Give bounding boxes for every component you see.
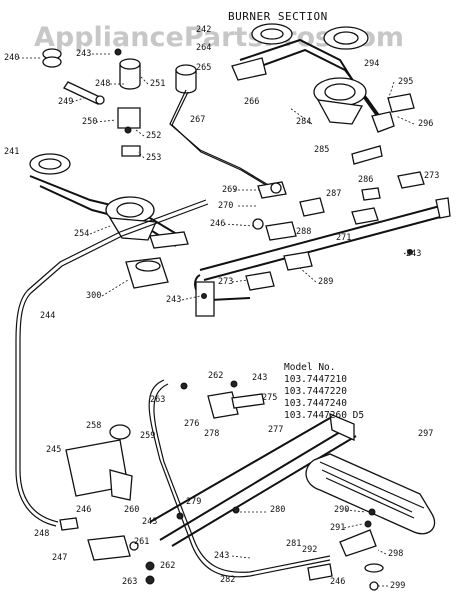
part-callout: 296 [418, 119, 433, 129]
part-callout: 277 [268, 425, 283, 435]
part-callout: 249 [58, 97, 73, 107]
part-callout: 271 [336, 233, 351, 243]
valve-group [245, 145, 425, 291]
part-callout: 248 [95, 79, 110, 89]
part-callout: 263 [150, 395, 165, 405]
part-callout: 262 [208, 371, 223, 381]
part-callout: 253 [146, 153, 161, 163]
part-callout: 297 [418, 429, 433, 439]
part-callout: 251 [150, 79, 165, 89]
part-callout: 260 [124, 505, 139, 515]
part-callout: 278 [204, 429, 219, 439]
oven-burner [305, 453, 436, 535]
model-number: 103.7447220 [284, 386, 347, 397]
part-callout: 243 [142, 517, 157, 527]
part-callout: 300 [86, 291, 101, 301]
part-callout: 294 [364, 59, 379, 69]
part-callout: 292 [302, 545, 317, 555]
part-callout: 254 [74, 229, 89, 239]
part-callout: 261 [134, 537, 149, 547]
part-callout: 246 [330, 577, 345, 587]
model-number: 103.7447240 [284, 398, 347, 409]
part-callout: 284 [296, 117, 311, 127]
part-callout: 288 [296, 227, 311, 237]
part-callout: 259 [140, 431, 155, 441]
part-callout: 247 [52, 553, 67, 563]
part-callout: 266 [244, 97, 259, 107]
part-callout: 243 [166, 295, 181, 305]
part-callout: 299 [390, 581, 405, 591]
part-callout: 242 [196, 25, 211, 35]
part-callout: 240 [4, 53, 19, 63]
part-callout: 273 [218, 277, 233, 287]
part-callout: 262 [160, 561, 175, 571]
left-burner-assembly [29, 153, 189, 249]
section-title: BURNER SECTION [228, 10, 328, 23]
part-callout: 280 [270, 505, 285, 515]
oven-burner-assembly [59, 379, 436, 591]
part-callout: 246 [210, 219, 225, 229]
part-callout: 285 [314, 145, 329, 155]
manifold-assembly [15, 145, 451, 527]
part-callout: 298 [388, 549, 403, 559]
part-callout: 243 [214, 551, 229, 561]
part-callout: 270 [218, 201, 233, 211]
part-callout: 276 [184, 419, 199, 429]
part-callout: 295 [398, 77, 413, 87]
part-callout: 289 [318, 277, 333, 287]
part-callout: 291 [330, 523, 345, 533]
callout-labels: 240 243 248 251 249 250 252 253 241 254 … [4, 25, 439, 591]
part-callout: 263 [122, 577, 137, 587]
model-number: 103.7447210 [284, 374, 347, 385]
part-callout: 269 [222, 185, 237, 195]
model-heading: Model No. [284, 362, 335, 373]
part-callout: 273 [424, 171, 439, 181]
part-callout: 287 [326, 189, 341, 199]
part-callout: 282 [220, 575, 235, 585]
part-callout: 244 [40, 311, 55, 321]
part-callout: 267 [190, 115, 205, 125]
part-callout: 275 [262, 393, 277, 403]
part-callout: 243 [252, 373, 267, 383]
top-burner-assembly [231, 23, 415, 133]
part-callout: 243 [406, 249, 421, 259]
part-callout: 286 [358, 175, 373, 185]
part-callout: 265 [196, 63, 211, 73]
part-callout: 290 [334, 505, 349, 515]
left-upper-parts [42, 48, 272, 189]
model-number-block: Model No. 103.7447210 103.7447220 103.74… [284, 362, 364, 421]
part-callout: 246 [76, 505, 91, 515]
part-callout: 250 [82, 117, 97, 127]
part-callout: 248 [34, 529, 49, 539]
part-callout: 264 [196, 43, 211, 53]
part-callout: 281 [286, 539, 301, 549]
part-callout: 258 [86, 421, 101, 431]
part-callout: 241 [4, 147, 19, 157]
part-callout: 243 [76, 49, 91, 59]
part-callout: 252 [146, 131, 161, 141]
part-callout: 245 [46, 445, 61, 455]
part-callout: 279 [186, 497, 201, 507]
model-number: 103.7447260 D5 [284, 410, 364, 421]
leader-lines [18, 53, 415, 587]
